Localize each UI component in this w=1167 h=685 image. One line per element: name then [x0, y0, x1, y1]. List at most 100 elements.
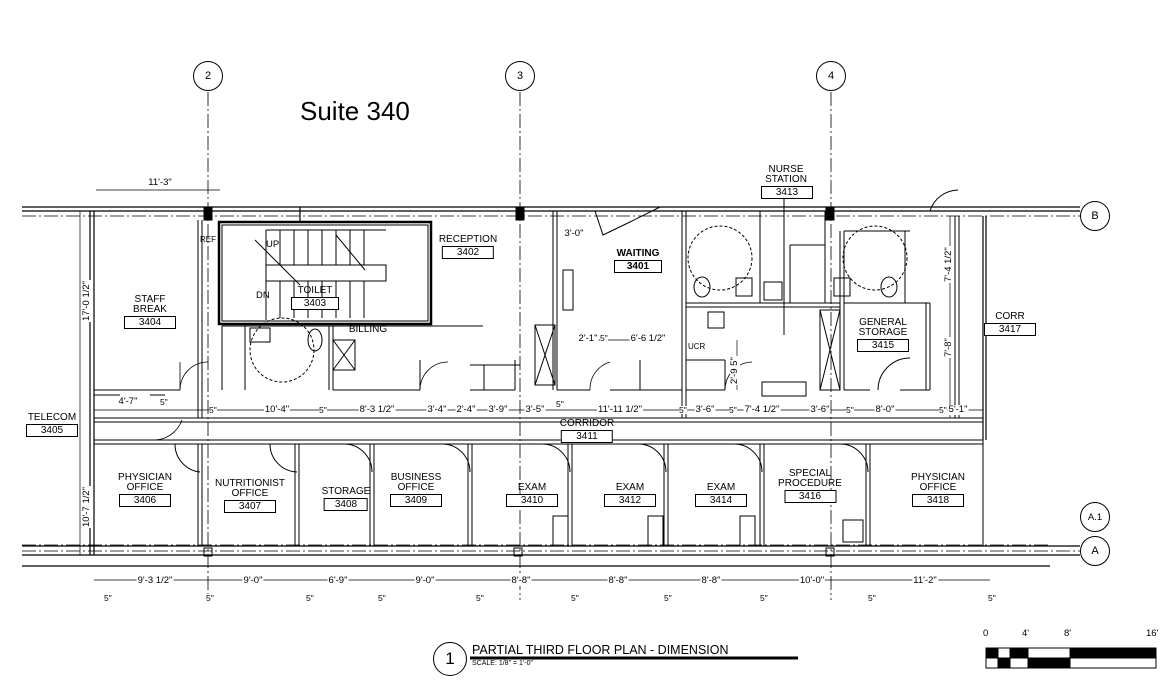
room-name: BUSINESS OFFICE [390, 472, 442, 493]
dim-five-inch: 5" [939, 405, 947, 415]
room-special-procedure: SPECIAL PROCEDURE 3416 [773, 469, 848, 503]
room-name: EXAM [706, 482, 736, 493]
room-name: SPECIAL PROCEDURE [778, 468, 842, 489]
dim-bottom-4: 8'-8" [510, 575, 532, 586]
stair-down-tag: DN [256, 290, 270, 301]
room-number: 3409 [390, 494, 442, 507]
dim-corridor-5: 3'-9" [487, 404, 509, 415]
grid-bubble-b: B [1080, 201, 1110, 231]
room-name: PHYSICIAN OFFICE [118, 472, 172, 493]
dim-five-inch: 5" [846, 405, 854, 415]
dim-bottom-2: 6'-9" [327, 575, 349, 586]
dim-bottom-8: 11'-2" [912, 575, 938, 586]
grid-bubble-4: 4 [816, 61, 846, 91]
structural-columns [203, 207, 835, 221]
dim-five-inch: 5" [476, 593, 484, 603]
dim-left-17: 17'-0 1/2" [81, 279, 92, 322]
room-name: NURSE STATION [765, 164, 807, 185]
room-number: 3414 [695, 494, 747, 507]
room-number: 3416 [784, 490, 836, 503]
drawing-title: PARTIAL THIRD FLOOR PLAN - DIMENSION [472, 643, 729, 657]
dim-corridor-9: 7'-4 1/2" [743, 404, 781, 415]
room-number: 3412 [604, 494, 656, 507]
suite-title: Suite 340 [300, 96, 410, 126]
dim-five-inch: 5" [988, 593, 996, 603]
front-room-walls [94, 189, 960, 418]
dim-five-inch: 5" [556, 399, 564, 409]
grid-bubble-3: 3 [505, 61, 535, 91]
room-exam-3414: EXAM 3414 [695, 483, 747, 507]
scale-label-16: 16' [1146, 628, 1159, 639]
dim-corridor-7: 11'-11 1/2" [597, 404, 643, 415]
room-name: EXAM [517, 482, 547, 493]
room-storage: STORAGE 3408 [321, 486, 371, 511]
dim-five-inch: 5" [600, 333, 608, 343]
dim-bottom-1: 9'-0" [242, 575, 264, 586]
scale-bar [985, 647, 1157, 669]
drawing-scale: SCALE: 1/8" = 1'-0" [472, 660, 533, 667]
scale-label-0: 0 [983, 628, 989, 639]
dim-corridor-3: 3'-4" [426, 404, 448, 415]
dim-corridor-0: 4'-7" [117, 396, 139, 407]
dim-five-inch: 5" [104, 593, 112, 603]
dim-five-inch: 5" [319, 405, 327, 415]
dim-corridor-2: 8'-3 1/2" [358, 404, 396, 415]
corridor-walls [94, 417, 984, 546]
dim-bottom-5: 8'-8" [607, 575, 629, 586]
room-number: 3417 [984, 323, 1036, 336]
dim-corridor-12: 5'-1" [947, 404, 969, 415]
dim-five-inch: 5" [209, 405, 217, 415]
room-physician-office-2: PHYSICIAN OFFICE 3418 [903, 473, 973, 507]
dim-five-inch: 5" [868, 593, 876, 603]
grid-bubble-2: 2 [193, 61, 223, 91]
room-number: 3404 [124, 316, 176, 329]
dim-right-7-4: 7'-4 1/2" [943, 246, 954, 283]
room-telecom: TELECOM 3405 [26, 413, 78, 437]
dim-corridor-8: 3'-6" [694, 404, 716, 415]
dim-nurse-2-9: 2'-9 5" [729, 356, 740, 385]
room-name: CORR [995, 311, 1025, 322]
scale-label-4: 4' [1022, 628, 1030, 639]
dim-bottom-0: 9'-3 1/2" [136, 575, 174, 586]
dim-top-width: 11'-3" [147, 177, 173, 188]
room-name: PHYSICIAN OFFICE [911, 472, 965, 493]
room-corr: CORR 3417 [984, 312, 1036, 336]
grid-lines [22, 92, 1080, 600]
room-number: 3410 [506, 494, 558, 507]
room-staff-break: STAFF BREAK 3404 [120, 295, 180, 329]
dim-five-inch: 5" [306, 593, 314, 603]
room-name: WAITING [616, 248, 660, 259]
room-nutritionist-office: NUTRITIONIST OFFICE 3407 [210, 479, 290, 513]
room-number: 3411 [560, 430, 613, 443]
room-number: 3401 [614, 260, 662, 273]
ref-tag: REF [200, 235, 216, 244]
dim-bottom-6: 8'-8" [700, 575, 722, 586]
dim-five-inch: 5" [664, 593, 672, 603]
room-number: 3413 [761, 186, 813, 199]
room-physician-office-1: PHYSICIAN OFFICE 3406 [110, 473, 180, 507]
room-billing: BILLING [349, 325, 387, 335]
room-name: NUTRITIONIST OFFICE [215, 478, 285, 499]
drawing-number-bubble: 1 [433, 642, 467, 676]
room-exam-3412: EXAM 3412 [604, 483, 656, 507]
dim-five-inch: 5" [729, 405, 737, 415]
dim-waiting-3-0: 3'-0" [563, 228, 585, 239]
room-name: STORAGE [321, 486, 371, 497]
room-nurse-station: NURSE STATION 3413 [761, 164, 813, 199]
room-number: 3407 [224, 500, 276, 513]
dim-corridor-6: 3'-5" [524, 404, 546, 415]
dim-corridor-11: 8'-0" [874, 404, 896, 415]
room-number: 3403 [291, 297, 339, 310]
dim-corridor-10: 3'-6" [809, 404, 831, 415]
exterior-walls [22, 206, 1080, 567]
door-swings-front [151, 361, 753, 441]
dim-five-inch: 5" [679, 405, 687, 415]
room-number: 3415 [857, 339, 909, 352]
room-name: TOILET [297, 285, 333, 296]
room-number: 3408 [324, 498, 368, 511]
room-name: STAFF BREAK [133, 294, 167, 315]
dim-five-inch: 5" [206, 593, 214, 603]
room-business-office: BUSINESS OFFICE 3409 [381, 473, 451, 507]
dim-five-inch: 5" [571, 593, 579, 603]
dim-five-inch: 5" [160, 397, 168, 407]
